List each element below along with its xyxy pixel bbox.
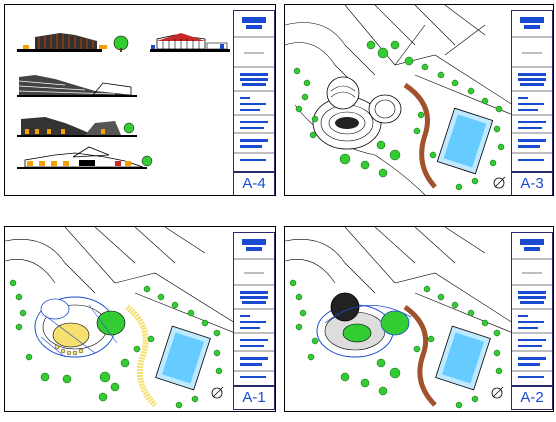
north-arrow-icon — [491, 386, 504, 399]
building-roof — [316, 292, 412, 358]
sheet-a2: A-2 — [284, 226, 554, 412]
pool — [155, 325, 211, 391]
garden-path — [403, 304, 437, 407]
elevation-rear — [17, 75, 137, 97]
elevation-section — [17, 117, 137, 137]
sheet-a1: A-1 — [4, 226, 276, 412]
elevation-side-2 — [17, 146, 153, 169]
pool — [436, 107, 494, 175]
title-block — [233, 232, 275, 386]
sheet-a3: A-3 — [284, 4, 554, 196]
floor-plan-drawing — [5, 227, 235, 409]
sheet-label-a1: A-1 — [233, 386, 275, 410]
elevation-side — [150, 33, 230, 52]
title-block — [511, 10, 553, 172]
elevation-front — [17, 33, 129, 52]
sheet-label-a4: A-4 — [233, 172, 275, 195]
site-plan-drawing — [285, 5, 513, 195]
sheet-label-a2: A-2 — [511, 386, 553, 410]
north-arrow-icon — [493, 176, 506, 189]
sheet-a4: A-4 — [4, 4, 276, 196]
garden-path — [125, 304, 158, 408]
title-block — [511, 232, 553, 386]
sheet-label-a3: A-3 — [511, 172, 553, 195]
building-roof — [312, 76, 402, 150]
building-plan — [34, 296, 126, 358]
title-block — [233, 10, 275, 172]
roof-plan-drawing — [285, 227, 513, 409]
north-arrow-icon — [211, 386, 224, 399]
garden-path — [403, 82, 437, 189]
pool — [435, 325, 491, 391]
elevation-drawings — [17, 33, 230, 169]
